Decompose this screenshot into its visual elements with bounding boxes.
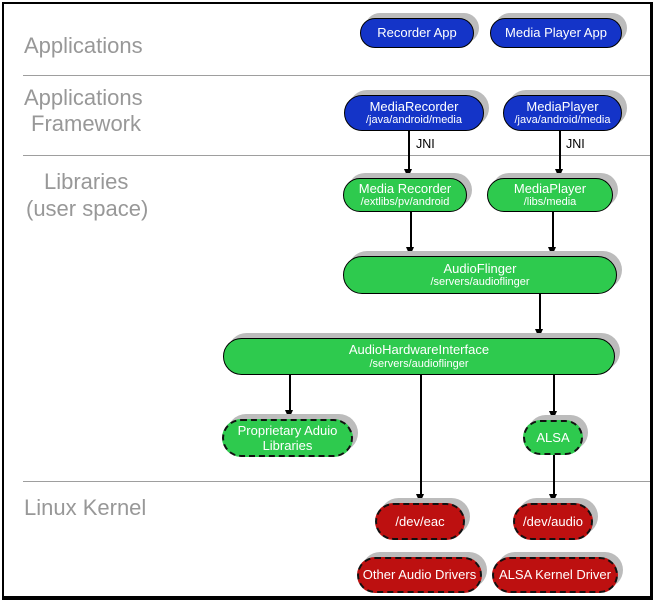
node-label: ALSA	[536, 429, 570, 445]
node-subtitle: /servers/audioflinger	[369, 357, 469, 370]
edge-mediaplayer-audioflinger	[552, 211, 554, 247]
arrow-down-icon	[285, 410, 293, 419]
layer-label-framework-line1: Applications	[24, 85, 143, 110]
divider-libraries-kernel	[23, 481, 653, 482]
node-audioflinger: AudioFlinger /servers/audioflinger	[343, 256, 617, 294]
divider-framework-libraries	[23, 155, 653, 156]
arrow-down-icon	[549, 494, 557, 503]
divider-applications-framework	[23, 75, 653, 76]
jni-label-right: JNI	[566, 137, 585, 151]
edge-audioflinger-ahi	[539, 293, 541, 329]
jni-label-left: JNI	[416, 137, 435, 151]
edge-ahi-alsa	[553, 374, 555, 411]
node-label: Other Audio Drivers	[362, 567, 477, 583]
layer-label-framework-line2: Framework	[31, 111, 142, 136]
edge-mediarecorder-jni-line	[408, 131, 410, 170]
node-subtitle: /extlibs/pv/android	[360, 196, 450, 209]
node-media-recorder-lib: Media Recorder /extlibs/pv/android	[343, 178, 467, 212]
edge-ahi-proprietary	[289, 374, 291, 410]
node-title: AudioFlinger	[443, 260, 517, 276]
node-recorder-app: Recorder App	[360, 18, 474, 48]
node-subtitle: /libs/media	[523, 196, 577, 209]
node-label-line1: Proprietary Aduio	[237, 422, 338, 438]
node-media-player-app: Media Player App	[490, 18, 622, 48]
arrow-down-icon	[535, 329, 543, 338]
arrow-down-icon	[404, 169, 412, 178]
layer-label-libraries-line2: (user space)	[26, 196, 149, 221]
arrow-down-icon	[549, 411, 557, 420]
edge-alsa-dev-audio	[553, 454, 555, 494]
node-title: Media Recorder	[358, 180, 452, 196]
arrow-down-icon	[406, 247, 414, 256]
layer-label-linux-kernel: Linux Kernel	[24, 495, 147, 520]
node-title: MediaPlayer	[526, 98, 599, 114]
layer-label-applications: Applications	[24, 33, 143, 58]
node-label-line2: Libraries	[262, 438, 313, 453]
node-label: ALSA Kernel Driver	[499, 567, 611, 583]
node-alsa: ALSA	[523, 420, 583, 455]
node-alsa-kernel-driver: ALSA Kernel Driver	[492, 557, 618, 593]
node-subtitle: /java/android/media	[365, 114, 462, 127]
node-dev-audio: /dev/audio	[513, 503, 593, 540]
node-mediaplayer-lib: MediaPlayer /libs/media	[487, 178, 613, 212]
edge-ahi-dev-eac	[420, 374, 422, 494]
node-label: Media Player App	[505, 25, 607, 41]
arrow-down-icon	[416, 494, 424, 503]
arrow-down-icon	[548, 247, 556, 256]
node-audiohardwareinterface: AudioHardwareInterface /servers/audiofli…	[223, 338, 615, 375]
node-mediarecorder-framework: MediaRecorder /java/android/media	[344, 95, 484, 131]
layer-label-libraries-line1: Libraries	[44, 169, 129, 194]
node-label: Recorder App	[377, 25, 457, 41]
node-subtitle: /servers/audioflinger	[430, 276, 530, 289]
arrow-down-icon	[555, 169, 563, 178]
node-title: MediaRecorder	[369, 98, 459, 114]
node-label: /dev/audio	[523, 513, 583, 529]
edge-mediarecorder-audioflinger	[410, 211, 412, 247]
node-label: /dev/eac	[395, 513, 445, 529]
node-subtitle: /java/android/media	[514, 114, 611, 127]
node-dev-eac: /dev/eac	[375, 503, 465, 540]
node-mediaplayer-framework: MediaPlayer /java/android/media	[503, 95, 622, 131]
node-proprietary-audio-libraries: Proprietary Aduio Libraries	[222, 419, 353, 457]
node-title: AudioHardwareInterface	[348, 342, 490, 358]
edge-mediaplayer-jni-line	[559, 131, 561, 170]
node-title: MediaPlayer	[513, 180, 587, 196]
node-other-audio-drivers: Other Audio Drivers	[357, 557, 482, 593]
